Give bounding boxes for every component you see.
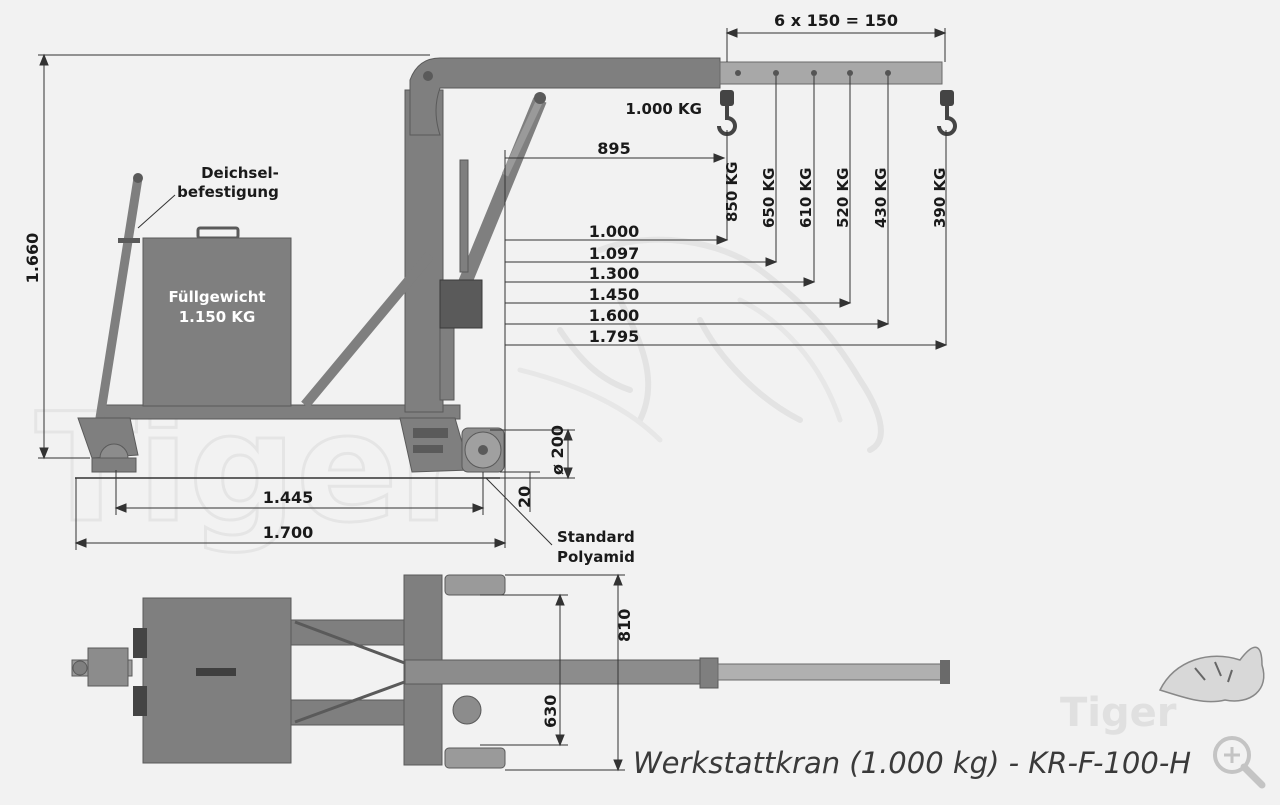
max-load-label: 1.000 KG — [625, 100, 702, 118]
reach-label: 1.097 — [589, 244, 640, 263]
dim-hook-offset — [505, 153, 726, 163]
dim-inner-width — [480, 593, 568, 747]
boom — [409, 57, 943, 136]
reach-label: 1.450 — [589, 285, 640, 304]
wheel-type-callout: Standard Polyamid — [485, 477, 635, 566]
boom-division-value: 6 x 150 = 150 — [774, 11, 898, 30]
counterweight-label: Füllgewicht — [168, 288, 265, 306]
capacity-label: 610 KG — [797, 168, 815, 228]
front-wheel — [461, 427, 505, 473]
counterweight: Füllgewicht 1.150 KG — [142, 226, 292, 407]
capacity-label: 390 KG — [931, 168, 949, 228]
dim-ground-clearance — [500, 471, 540, 512]
mast — [404, 89, 455, 413]
inner-width-value: 630 — [541, 695, 560, 728]
ground-clearance-value: 20 — [515, 486, 534, 508]
capacity-lines — [504, 76, 947, 548]
dim-overall-length — [74, 478, 507, 550]
drawbar-label-2: befestigung — [177, 183, 279, 201]
capacity-labels: 850 KG 650 KG 610 KG 520 KG 430 KG 390 K… — [723, 162, 949, 228]
capacity-label: 850 KG — [723, 162, 741, 222]
drawbar — [95, 173, 143, 423]
hydraulic-cylinder — [439, 92, 547, 329]
zoom-in-icon[interactable] — [1213, 736, 1266, 789]
wheel-type-label-2: Polyamid — [557, 548, 635, 566]
overall-length-value: 1.700 — [263, 523, 314, 542]
reach-label: 1.000 — [589, 222, 640, 241]
drawbar-label-1: Deichsel- — [201, 164, 279, 182]
reach-label: 1.300 — [589, 264, 640, 283]
capacity-label: 430 KG — [872, 168, 890, 228]
reach-labels: 1.000 1.097 1.300 1.450 1.600 1.795 — [589, 222, 640, 346]
capacity-label: 650 KG — [760, 168, 778, 228]
dim-wheelbase — [114, 470, 485, 515]
side-view: Füllgewicht 1.150 KG — [23, 11, 957, 566]
overall-height-value: 1.660 — [23, 233, 42, 284]
reach-lines — [505, 235, 948, 350]
dim-overall-height — [38, 53, 430, 460]
dim-outer-width — [505, 573, 625, 772]
capacity-label: 520 KG — [834, 168, 852, 228]
rear-caster — [77, 417, 139, 473]
wheelbase-value: 1.445 — [263, 488, 314, 507]
dim-wheel-diameter — [490, 428, 575, 480]
wheel-diameter-value: ø 200 — [548, 425, 567, 475]
dim-boom-division — [725, 28, 947, 62]
hook-far — [937, 90, 957, 136]
product-title: Werkstattkran (1.000 kg) - KR-F-100-H — [633, 746, 1191, 780]
reach-label: 1.795 — [589, 327, 640, 346]
hook-near — [717, 90, 737, 136]
wheel-type-label-1: Standard — [557, 528, 635, 546]
outer-width-value: 810 — [615, 609, 634, 642]
counterweight-value: 1.150 KG — [179, 308, 256, 326]
tiger-logo-icon: Tiger — [1060, 646, 1265, 736]
top-view: 810 630 — [71, 573, 950, 772]
reach-label: 1.600 — [589, 306, 640, 325]
hook-offset-value: 895 — [597, 139, 630, 158]
logo-text: Tiger — [1060, 690, 1177, 736]
drawbar-callout: Deichsel- befestigung — [137, 164, 279, 229]
